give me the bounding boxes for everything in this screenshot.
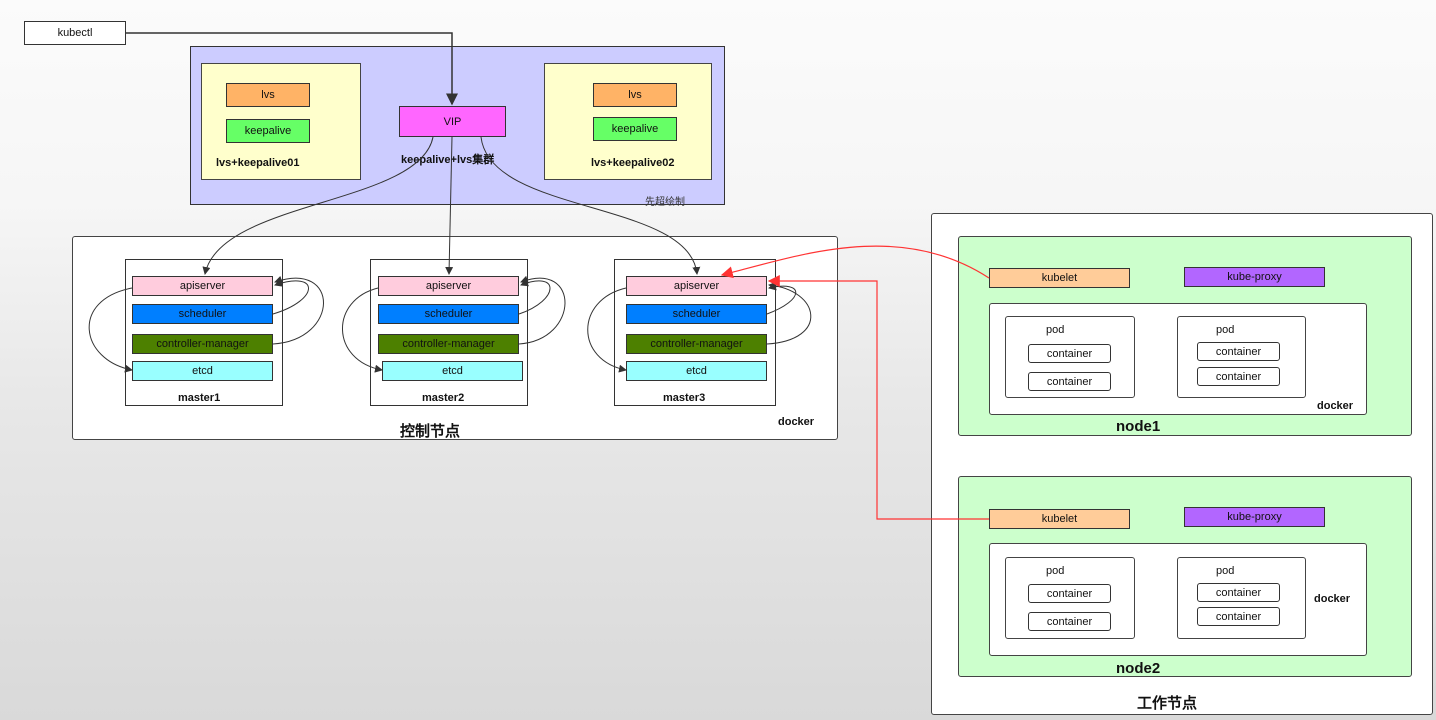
- container-box: container: [1028, 612, 1111, 631]
- master-1-apiserver: apiserver: [132, 276, 273, 296]
- master-2-apiserver: apiserver: [378, 276, 519, 296]
- container-label: container: [1215, 370, 1262, 383]
- master3-cm-loop: [766, 281, 812, 345]
- lvs-label: lvs: [628, 89, 642, 101]
- kubectl-to-vip-link: [126, 32, 458, 106]
- container-label: container: [1046, 587, 1093, 600]
- control-plane-title: 控制节点: [400, 423, 461, 440]
- component-label: etcd: [686, 365, 707, 377]
- master3-left-loop: [587, 287, 627, 373]
- component-label: etcd: [192, 365, 213, 377]
- node-2-label: node2: [1116, 660, 1161, 677]
- lb-node-2-keepalive: keepalive: [593, 117, 677, 141]
- container-box: container: [1028, 372, 1111, 391]
- master1-cm-loop: [272, 275, 324, 345]
- container-label: container: [1215, 586, 1262, 599]
- container-label: container: [1215, 610, 1262, 623]
- lb-node-1-label: lvs+keepalive01: [216, 157, 300, 169]
- master2-scheduler-loop: [518, 278, 551, 315]
- container-box: container: [1197, 342, 1280, 361]
- lb-node-2-label: lvs+keepalive02: [591, 157, 675, 169]
- component-label: controller-manager: [402, 338, 495, 350]
- kubectl-label: kubectl: [57, 27, 93, 39]
- lb-cluster-label: keepalive+lvs集群: [401, 154, 495, 166]
- container-box: container: [1197, 607, 1280, 626]
- node1-kubelet-to-apiserver-link: [720, 245, 990, 279]
- vip-box: VIP: [399, 106, 506, 137]
- pod-label: pod: [1216, 565, 1235, 577]
- container-box: container: [1197, 583, 1280, 602]
- component-label: controller-manager: [156, 338, 249, 350]
- kubelet-label: kubelet: [1041, 513, 1078, 525]
- keepalive-label: keepalive: [611, 123, 659, 135]
- master-3-scheduler: scheduler: [626, 304, 767, 324]
- component-label: scheduler: [672, 308, 721, 320]
- container-label: container: [1215, 345, 1262, 358]
- master-2-scheduler: scheduler: [378, 304, 519, 324]
- watermark: 先超绘制: [645, 197, 685, 208]
- container-box: container: [1028, 584, 1111, 603]
- component-label: etcd: [442, 365, 463, 377]
- workers-title: 工作节点: [1137, 695, 1198, 712]
- pod-label: pod: [1046, 324, 1065, 336]
- container-box: container: [1028, 344, 1111, 363]
- container-label: container: [1046, 615, 1093, 628]
- master2-cm-loop: [518, 275, 566, 345]
- component-label: controller-manager: [650, 338, 743, 350]
- pod-label: pod: [1216, 324, 1235, 336]
- component-label: scheduler: [424, 308, 473, 320]
- master-2-label: master2: [422, 392, 465, 404]
- component-label: apiserver: [673, 280, 720, 292]
- vip-to-master3-link: [480, 136, 701, 275]
- vip-to-master1-link: [202, 136, 434, 275]
- master-3-apiserver: apiserver: [626, 276, 767, 296]
- kubectl-box: kubectl: [24, 21, 126, 45]
- node-1-label: node1: [1116, 418, 1161, 435]
- control-plane-runtime-label: docker: [778, 416, 815, 428]
- node-2-kube-proxy: kube-proxy: [1184, 507, 1325, 527]
- component-label: apiserver: [425, 280, 472, 292]
- node-1-docker-label: docker: [1317, 400, 1354, 412]
- master2-left-loop: [342, 287, 383, 373]
- master1-left-loop: [88, 287, 133, 373]
- master-2-etcd: etcd: [382, 361, 523, 381]
- lvs-label: lvs: [261, 89, 275, 101]
- master-1-label: master1: [178, 392, 221, 404]
- container-label: container: [1046, 347, 1093, 360]
- lb-node-1-keepalive: keepalive: [226, 119, 310, 143]
- master-1-etcd: etcd: [132, 361, 273, 381]
- component-label: apiserver: [179, 280, 226, 292]
- vip-label: VIP: [443, 115, 462, 128]
- master-3-controller-manager: controller-manager: [626, 334, 767, 354]
- lb-node-1-lvs: lvs: [226, 83, 310, 107]
- master-3-label: master3: [663, 392, 706, 404]
- master-1-scheduler: scheduler: [132, 304, 273, 324]
- component-label: scheduler: [178, 308, 227, 320]
- master1-scheduler-loop: [272, 278, 309, 315]
- node-2-kubelet: kubelet: [989, 509, 1130, 529]
- node-1-kube-proxy: kube-proxy: [1184, 267, 1325, 287]
- kube-proxy-label: kube-proxy: [1227, 271, 1282, 283]
- container-box: container: [1197, 367, 1280, 386]
- node-1-kubelet: kubelet: [989, 268, 1130, 288]
- master-2-controller-manager: controller-manager: [378, 334, 519, 354]
- node2-kubelet-to-apiserver-link: [767, 275, 989, 520]
- kube-proxy-label: kube-proxy: [1227, 511, 1282, 523]
- node-2-docker-label: docker: [1314, 593, 1351, 605]
- vip-to-master2-link: [445, 136, 454, 275]
- kubelet-label: kubelet: [1041, 272, 1078, 284]
- lb-node-2-lvs: lvs: [593, 83, 677, 107]
- container-label: container: [1046, 375, 1093, 388]
- pod-label: pod: [1046, 565, 1065, 577]
- keepalive-label: keepalive: [244, 125, 292, 137]
- master-1-controller-manager: controller-manager: [132, 334, 273, 354]
- master3-scheduler-loop: [766, 282, 797, 315]
